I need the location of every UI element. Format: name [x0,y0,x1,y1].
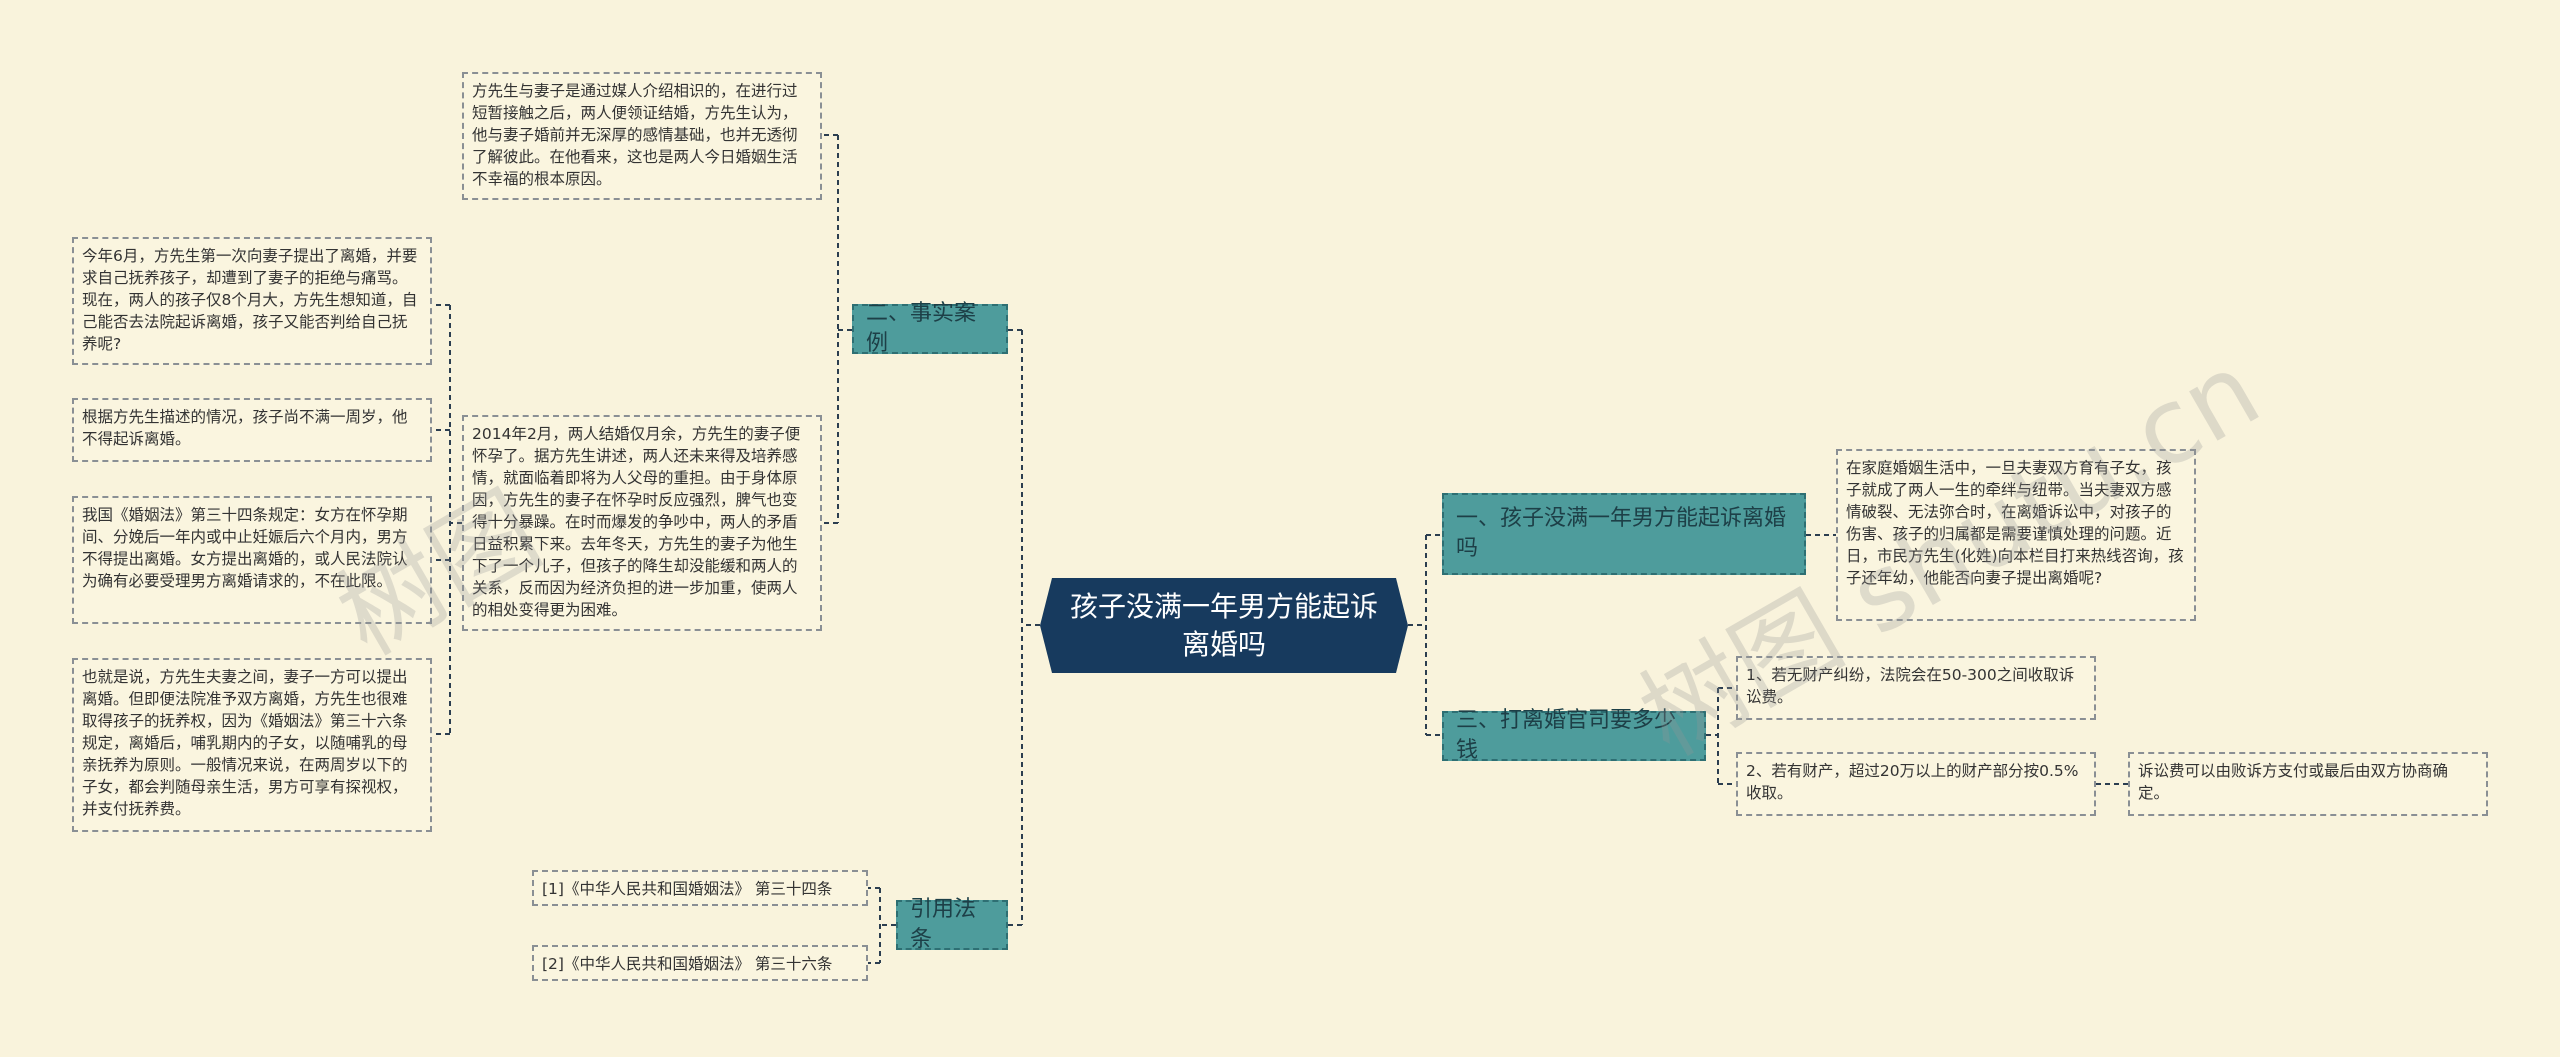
connector-story-spine [432,304,462,735]
leaf-custody[interactable]: 也就是说，方先生夫妻之间，妻子一方可以提出离婚。但即便法院准予双方离婚，方先生也… [72,658,432,832]
leaf-text: 也就是说，方先生夫妻之间，妻子一方可以提出离婚。但即便法院准予双方离婚，方先生也… [82,668,408,818]
leaf-question[interactable]: 今年6月，方先生第一次向妻子提出了离婚，并要求自己抚养孩子，却遭到了妻子的拒绝与… [72,237,432,365]
root-topic-label: 孩子没满一年男方能起诉离婚吗 [1069,589,1378,661]
connector-branch3-spine [1706,687,1736,785]
leaf-text: 在家庭婚姻生活中，一旦夫妻双方育有子女，孩子就成了两人一生的牵绊与纽带。当夫妻双… [1846,459,2184,587]
leaf-fee-no-property[interactable]: 1、若无财产纠纷，法院会在50-300之间收取诉讼费。 [1736,656,2096,720]
leaf-fee-with-property[interactable]: 2、若有财产，超过20万以上的财产部分按0.5%收取。 [1736,752,2096,816]
leaf-text: 2014年2月，两人结婚仅月余，方先生的妻子便怀孕了。据方先生讲述，两人还未来得… [472,425,801,619]
connector-laws-spine [868,887,896,964]
branch-label: 二、事实案例 [866,301,977,356]
leaf-article-34[interactable]: 我国《婚姻法》第三十四条规定：女方在怀孕期间、分娩后一年内或中止妊娠后六个月内，… [72,496,432,624]
branch-cited-laws[interactable]: 引用法条 [896,897,1008,952]
leaf-text: 2、若有财产，超过20万以上的财产部分按0.5%收取。 [1746,762,2079,802]
branch-can-sue-divorce[interactable]: 一、孩子没满一年男方能起诉离婚吗 [1442,493,1806,575]
leaf-text: [1]《中华人民共和国婚姻法》 第三十四条 [542,880,833,898]
branch-label: 三、打离婚官司要多少钱 [1456,708,1677,763]
leaf-text: 我国《婚姻法》第三十四条规定：女方在怀孕期间、分娩后一年内或中止妊娠后六个月内，… [82,506,408,590]
branch-label: 引用法条 [910,897,977,952]
leaf-text: 今年6月，方先生第一次向妻子提出了离婚，并要求自己抚养孩子，却遭到了妻子的拒绝与… [82,247,418,353]
leaf-background[interactable]: 方先生与妻子是通过媒人介绍相识的，在进行过短暂接触之后，两人便领证结婚，方先生认… [462,72,822,200]
leaf-text: 1、若无财产纠纷，法院会在50-300之间收取诉讼费。 [1746,666,2075,706]
leaf-intro[interactable]: 在家庭婚姻生活中，一旦夫妻双方育有子女，孩子就成了两人一生的牵绊与纽带。当夫妻双… [1836,449,2196,621]
branch-label: 一、孩子没满一年男方能起诉离婚吗 [1456,506,1787,561]
leaf-text: 诉讼费可以由败诉方支付或最后由双方协商确定。 [2138,762,2449,802]
leaf-text: 方先生与妻子是通过媒人介绍相识的，在进行过短暂接触之后，两人便领证结婚，方先生认… [472,82,798,188]
connector-facts-spine [822,134,852,524]
leaf-text: 根据方先生描述的情况，孩子尚不满一周岁，他不得起诉离婚。 [82,408,408,448]
leaf-text: [2]《中华人民共和国婚姻法》 第三十六条 [542,955,833,973]
leaf-law-article-36[interactable]: [2]《中华人民共和国婚姻法》 第三十六条 [532,945,868,981]
root-topic[interactable]: 孩子没满一年男方能起诉离婚吗 [1040,578,1408,673]
leaf-law-article-34[interactable]: [1]《中华人民共和国婚姻法》 第三十四条 [532,870,868,906]
branch-fact-cases[interactable]: 二、事实案例 [852,301,1008,356]
leaf-story[interactable]: 2014年2月，两人结婚仅月余，方先生的妻子便怀孕了。据方先生讲述，两人还未来得… [462,415,822,631]
leaf-answer[interactable]: 根据方先生描述的情况，孩子尚不满一周岁，他不得起诉离婚。 [72,398,432,462]
leaf-fee-payer[interactable]: 诉讼费可以由败诉方支付或最后由双方协商确定。 [2128,752,2488,816]
branch-divorce-cost[interactable]: 三、打离婚官司要多少钱 [1442,708,1706,763]
